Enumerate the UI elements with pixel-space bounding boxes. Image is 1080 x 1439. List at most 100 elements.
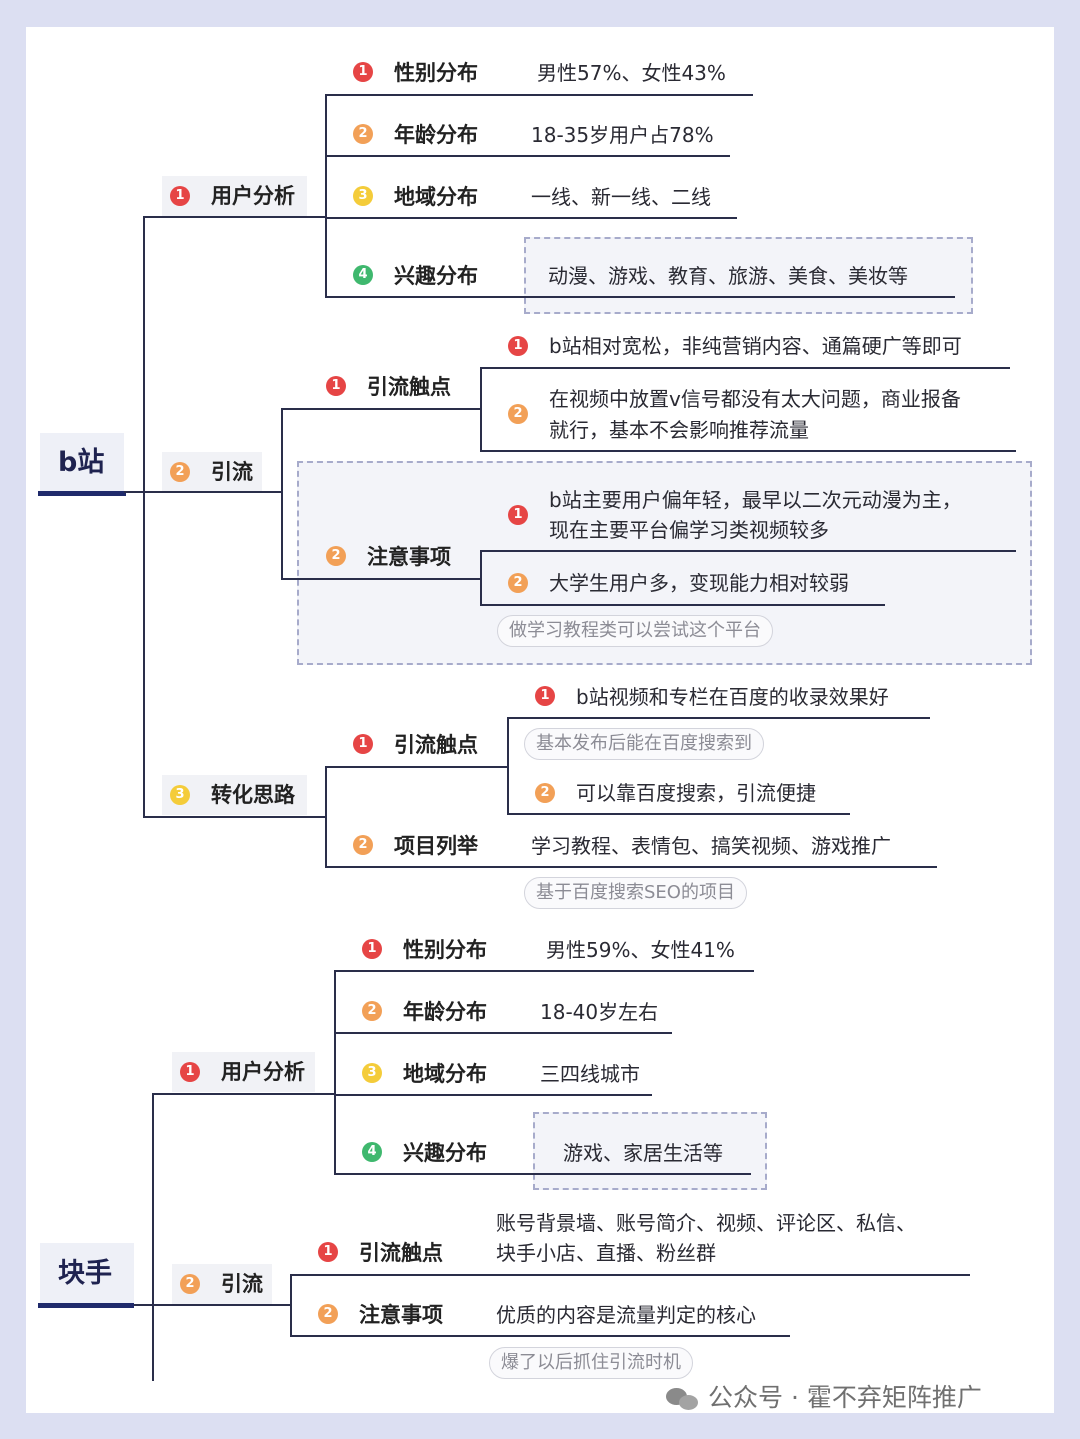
connector (152, 1093, 154, 1381)
connector (124, 491, 145, 493)
connector (507, 717, 930, 719)
connector (143, 216, 327, 218)
connector (325, 296, 955, 298)
connector (480, 550, 1016, 552)
connector (325, 866, 937, 868)
node-projects: 项目列举 (394, 834, 478, 858)
badge-2-icon: 2 (170, 462, 190, 482)
root-node-bilibili: b站 (58, 447, 105, 478)
node-ks-user-analysis: 用户分析 (221, 1060, 305, 1084)
connector (480, 604, 885, 606)
connector (480, 450, 1016, 452)
badge-2-icon: 2 (353, 835, 373, 855)
value-ks-cautions: 优质的内容是流量判定的核心 (496, 1303, 756, 1327)
connector (334, 1094, 652, 1096)
caution-text-2: 大学生用户多，变现能力相对较弱 (549, 571, 849, 595)
connector (480, 367, 482, 451)
connector (334, 970, 754, 972)
ks-touchpoint-line-1: 账号背景墙、账号简介、视频、评论区、私信、 (496, 1211, 916, 1235)
connector (143, 491, 283, 493)
connector (281, 408, 283, 579)
root-bg (40, 433, 124, 491)
root-bg (40, 1243, 134, 1303)
node-conv-touchpoints: 引流触点 (394, 733, 478, 757)
node-gender: 性别分布 (394, 61, 478, 85)
value-projects: 学习教程、表情包、搞笑视频、游戏推广 (531, 834, 891, 858)
value-gender: 男性57%、女性43% (537, 61, 726, 85)
value-interest: 动漫、游戏、教育、旅游、美食、美妆等 (548, 264, 908, 288)
note-bubble: 做学习教程类可以尝试这个平台 (497, 615, 773, 647)
ks-touchpoint-line-2: 块手小店、直播、粉丝群 (496, 1241, 716, 1265)
node-ks-age: 年龄分布 (403, 1000, 487, 1024)
badge-2-icon: 2 (508, 573, 528, 593)
conv-text-2: 可以靠百度搜索，引流便捷 (576, 781, 816, 805)
badge-1-icon: 1 (170, 186, 190, 206)
touchpoint-text-1: b站相对宽松，非纯营销内容、通篇硬广等即可 (549, 334, 962, 358)
badge-2-icon: 2 (180, 1274, 200, 1294)
connector (143, 216, 145, 817)
badge-2-icon: 2 (362, 1001, 382, 1021)
touchpoint-text-2b: 就行，基本不会影响推荐流量 (549, 418, 809, 442)
badge-2-icon: 2 (326, 546, 346, 566)
connector (325, 94, 327, 298)
connector (134, 1304, 154, 1306)
node-conversion: 转化思路 (211, 783, 295, 807)
connector (507, 717, 509, 814)
node-cautions: 注意事项 (367, 545, 451, 569)
node-ks-touchpoints: 引流触点 (359, 1241, 443, 1265)
badge-2-icon: 2 (353, 124, 373, 144)
badge-3-icon: 3 (362, 1063, 382, 1083)
badge-2-icon: 2 (318, 1304, 338, 1324)
conv-text-1: b站视频和专栏在百度的收录效果好 (576, 685, 889, 709)
badge-1-icon: 1 (508, 505, 528, 525)
connector (325, 766, 509, 768)
value-ks-age: 18-40岁左右 (540, 1000, 659, 1024)
connector (480, 550, 482, 605)
touchpoint-text-2a: 在视频中放置v信号都没有太大问题，商业报备 (549, 387, 961, 411)
root-underline (38, 491, 126, 496)
connector (290, 1274, 292, 1337)
badge-1-icon: 1 (508, 336, 528, 356)
node-interest: 兴趣分布 (394, 264, 478, 288)
caution-text-1a: b站主要用户偏年轻，最早以二次元动漫为主， (549, 488, 962, 512)
value-region: 一线、新一线、二线 (531, 185, 711, 209)
node-age: 年龄分布 (394, 123, 478, 147)
badge-4-icon: 4 (362, 1142, 382, 1162)
connector (507, 813, 850, 815)
badge-1-icon: 1 (535, 686, 555, 706)
connector (480, 367, 1010, 369)
node-user-analysis: 用户分析 (211, 184, 295, 208)
node-ks-interest: 兴趣分布 (403, 1141, 487, 1165)
node-touchpoints: 引流触点 (367, 375, 451, 399)
connector (143, 816, 327, 818)
badge-2-icon: 2 (535, 783, 555, 803)
root-underline (38, 1303, 134, 1308)
connector (334, 1173, 751, 1175)
badge-1-icon: 1 (326, 376, 346, 396)
value-ks-region: 三四线城市 (540, 1062, 640, 1086)
connector (325, 217, 737, 219)
badge-1-icon: 1 (180, 1062, 200, 1082)
value-ks-gender: 男性59%、女性41% (546, 938, 735, 962)
badge-2-icon: 2 (508, 404, 528, 424)
badge-4-icon: 4 (353, 265, 373, 285)
connector (281, 578, 482, 580)
connector (152, 1304, 292, 1306)
value-age: 18-35岁用户占78% (531, 123, 714, 147)
connector (152, 1093, 336, 1095)
connector (290, 1335, 790, 1337)
badge-1-icon: 1 (318, 1242, 338, 1262)
node-ks-gender: 性别分布 (403, 938, 487, 962)
badge-1-icon: 1 (353, 734, 373, 754)
root-node-kuaishou: 块手 (58, 1258, 112, 1289)
connector (290, 1274, 970, 1276)
note-bubble: 基于百度搜索SEO的项目 (524, 877, 747, 909)
connector (325, 155, 730, 157)
dashed-group (533, 1112, 767, 1190)
node-traffic: 引流 (211, 460, 253, 484)
value-ks-interest: 游戏、家居生活等 (563, 1141, 723, 1165)
badge-1-icon: 1 (362, 939, 382, 959)
badge-1-icon: 1 (353, 62, 373, 82)
note-bubble: 爆了以后抓住引流时机 (489, 1347, 693, 1379)
